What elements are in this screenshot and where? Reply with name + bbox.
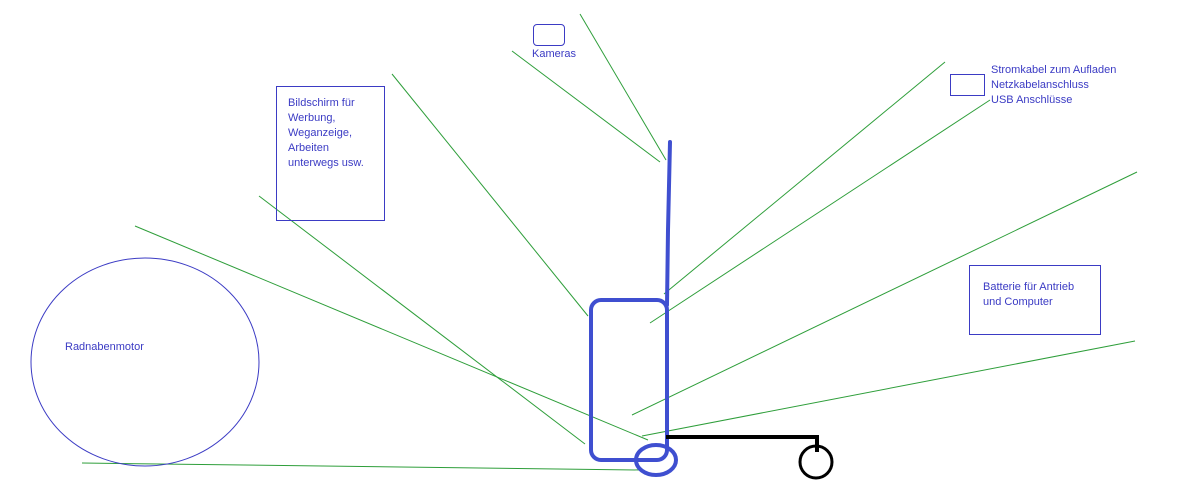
pointer-line-screen-2 — [258, 195, 586, 445]
scooter-stem — [665, 140, 672, 307]
screen-box — [276, 86, 385, 221]
hub-motor-label: Radnabenmotor — [65, 341, 144, 353]
battery-label-line: Batterie für Antrieb — [983, 281, 1075, 293]
pointer-line-battery-1 — [631, 171, 1138, 416]
power-label-line: Netzkabelanschluss — [991, 79, 1089, 91]
screen-label: Bildschirm für Werbung, Weganzeige, Arbe… — [288, 96, 378, 171]
pointer-line-battery-2 — [641, 340, 1136, 437]
pointer-line-power-2 — [649, 99, 991, 324]
screen-label-line: unterwegs usw. — [288, 157, 364, 169]
battery-box — [969, 265, 1101, 335]
pointer-line-power-1 — [663, 61, 946, 295]
power-connector-box — [950, 74, 985, 96]
pointer-line-screen-1 — [391, 73, 589, 317]
camera-box — [533, 24, 565, 46]
power-label-line: USB Anschlüsse — [991, 94, 1073, 106]
screen-label-line: Weganzeige, — [288, 127, 353, 139]
screen-label-line: Arbeiten — [288, 142, 329, 154]
scooter-deck — [666, 435, 819, 452]
pointer-lines — [81, 13, 1138, 471]
pointer-line-motor-1 — [134, 225, 649, 441]
scooter-body — [589, 298, 669, 462]
pointer-line-motor-2 — [81, 462, 641, 471]
battery-label: Batterie für Antrieb und Computer — [983, 280, 1093, 310]
scooter-drawing — [589, 140, 834, 480]
pointer-line-camera-2 — [511, 50, 661, 163]
scooter-front-wheel — [634, 443, 678, 477]
camera-label: Kameras — [532, 48, 577, 60]
battery-label-line: und Computer — [983, 296, 1053, 308]
power-label: Stromkabel zum Aufladen Netzkabelanschlu… — [991, 63, 1116, 108]
screen-label-line: Bildschirm für — [288, 97, 355, 109]
hub-motor-circle — [30, 257, 260, 467]
scooter-rear-wheel — [798, 444, 834, 480]
power-label-line: Stromkabel zum Aufladen — [991, 64, 1117, 76]
screen-label-line: Werbung, — [288, 112, 336, 124]
pointer-line-camera-1 — [579, 13, 667, 161]
